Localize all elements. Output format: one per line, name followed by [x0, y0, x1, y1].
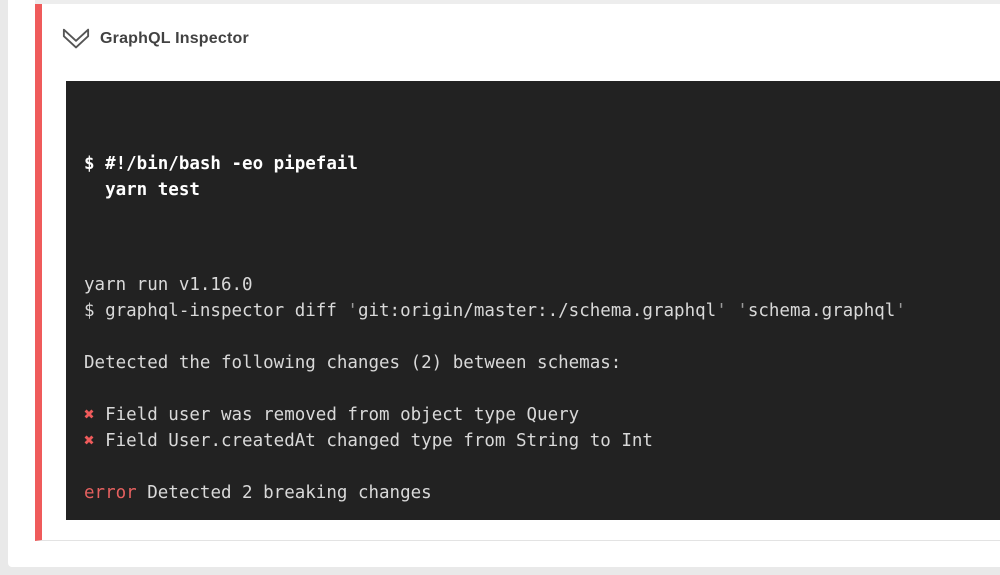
failed-step-section: GraphQL Inspector $ #!/bin/bash -eo pipe…: [35, 4, 1000, 541]
terminal-line: [84, 324, 982, 350]
terminal-line: $ graphql-inspector diff 'git:origin/mas…: [84, 298, 982, 324]
terminal-line: yarn run v1.16.0: [84, 272, 982, 298]
terminal-segment-plain: $ graphql-inspector diff: [84, 301, 348, 321]
terminal-line: [84, 454, 982, 480]
build-step-card: GraphQL Inspector $ #!/bin/bash -eo pipe…: [8, 0, 1000, 567]
terminal-segment-plain: Field user was removed from object type …: [94, 405, 580, 425]
terminal-segment-plain: [727, 301, 738, 321]
terminal-segment-cross: ✖: [84, 431, 95, 451]
terminal-line: error Detected 2 breaking changes: [84, 480, 982, 506]
terminal-output: $ #!/bin/bash -eo pipefail yarn test yar…: [66, 81, 1000, 520]
terminal-line: [84, 376, 982, 402]
output-block: yarn run v1.16.0 $ graphql-inspector diff…: [84, 272, 982, 520]
terminal-segment-plain: schema.graphql: [747, 301, 896, 321]
terminal-segment-plain: yarn run v1.16.0: [84, 275, 253, 295]
terminal-segment-dim: ': [895, 301, 906, 321]
step-title: GraphQL Inspector: [100, 30, 249, 47]
card-top-divider: [35, 0, 1000, 4]
command-block: $ #!/bin/bash -eo pipefail yarn test: [84, 151, 982, 203]
terminal-segment-dim: ': [737, 301, 748, 321]
terminal-segment-cross: ✖: [84, 405, 95, 425]
chevron-down-icon[interactable]: [62, 27, 90, 51]
terminal-line: [84, 506, 982, 520]
terminal-line: Detected the following changes (2) betwe…: [84, 350, 982, 376]
terminal-line: ✖ Field user was removed from object typ…: [84, 402, 982, 428]
terminal-line: $ #!/bin/bash -eo pipefail: [84, 151, 982, 177]
terminal-segment-error: error: [84, 483, 137, 503]
terminal-line: ✖ Field User.createdAt changed type from…: [84, 428, 982, 454]
terminal-segment-bold: $ #!/bin/bash -eo pipefail: [84, 154, 358, 174]
terminal-line: yarn test: [84, 177, 982, 203]
terminal-segment-plain: Detected 2 breaking changes: [136, 483, 432, 503]
terminal-segment-bold: yarn test: [84, 180, 200, 200]
step-header[interactable]: GraphQL Inspector: [62, 22, 249, 56]
terminal-segment-plain: git:origin/master:./schema.graphql: [357, 301, 717, 321]
terminal-segment-plain: Detected the following changes (2) betwe…: [84, 353, 622, 373]
terminal-segment-dim: ': [347, 301, 358, 321]
terminal-segment-dim: ': [716, 301, 727, 321]
terminal-segment-plain: Field User.createdAt changed type from S…: [94, 431, 653, 451]
